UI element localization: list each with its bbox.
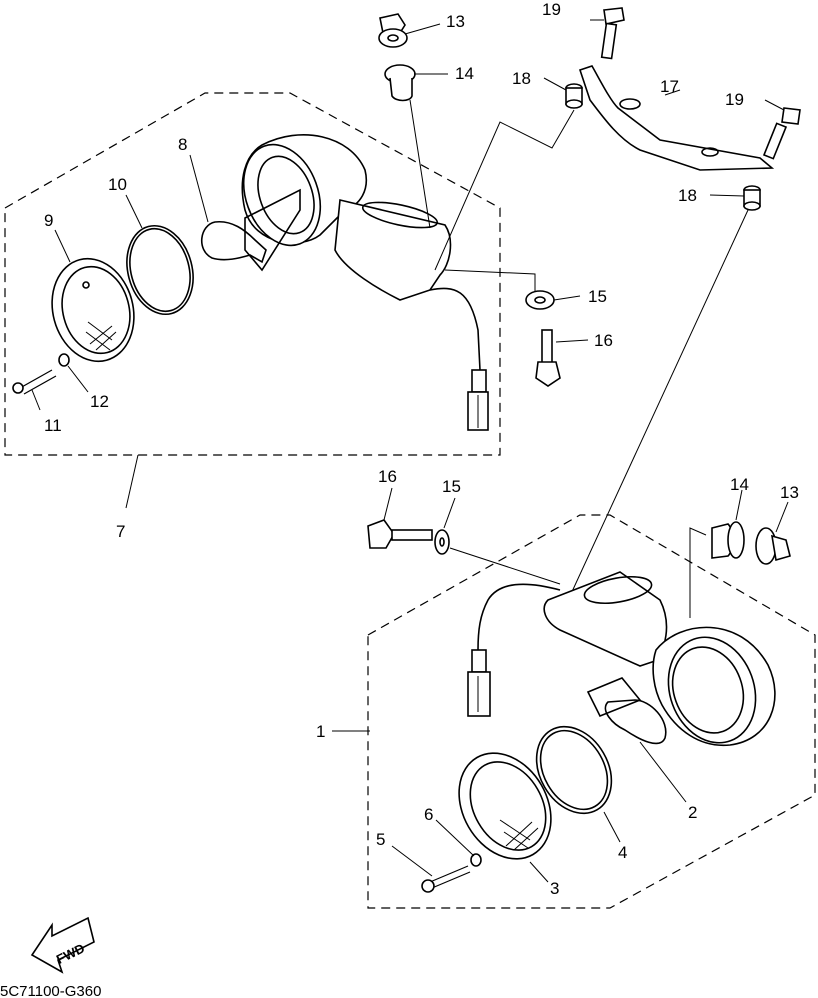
bolt-top [535,329,561,387]
washer-top [525,290,555,310]
left-lens-screw [12,369,57,395]
diagram-code: 5C71100-G360 [0,983,101,998]
callout-11: 11 [44,416,62,435]
right-lens [458,752,552,860]
callout-13-top: 13 [446,12,465,31]
callout-14-top: 14 [455,64,474,83]
callout-5: 5 [376,830,385,849]
nut-bottom [755,527,791,565]
callout-10: 10 [108,175,127,194]
callout-14-bottom: 14 [730,475,749,494]
left-flasher-housing [241,134,489,431]
callout-16-top: 16 [594,331,613,350]
leader-lines [31,19,789,883]
callout-3: 3 [550,879,559,898]
stay-bolt-right [762,107,801,160]
collar-bottom [711,521,745,559]
left-bulb [201,188,301,272]
spacer-right [743,185,761,211]
callout-1: 1 [316,722,325,741]
right-lens-gasket [535,725,613,815]
stay-bolt-top [600,7,625,60]
callout-7: 7 [116,522,125,541]
callout-6: 6 [424,805,433,824]
callout-4: 4 [618,843,627,862]
callout-9: 9 [44,211,53,230]
upper-nut [378,13,408,48]
callout-12: 12 [90,392,109,411]
callout-17: 17 [660,77,679,96]
upper-collar [384,64,416,102]
callout-19-right: 19 [725,90,744,109]
callout-16-bottom: 16 [378,467,397,486]
right-flasher-housing [467,571,776,747]
right-bulb [586,677,667,745]
spacer-left [565,83,583,109]
right-assembly-boundary [367,514,816,909]
callout-2: 2 [688,803,697,822]
callout-8: 8 [178,135,187,154]
callout-15-top: 15 [588,287,607,306]
callout-15-bottom: 15 [442,477,461,496]
callout-13-bottom: 13 [780,483,799,502]
right-lens-screw [421,865,471,893]
left-screw-washer [58,353,70,367]
callout-18-left: 18 [512,69,531,88]
washer-bottom [434,529,450,555]
callout-19-top: 19 [542,0,561,19]
callout-18-right: 18 [678,186,697,205]
right-screw-washer [470,853,482,867]
bolt-bottom [367,519,433,549]
mounting-stay [578,65,775,171]
left-assembly-boundary [4,92,501,456]
forward-arrow-icon: FWD [30,916,95,974]
left-lens-gasket [126,224,194,316]
left-lens [51,257,135,363]
